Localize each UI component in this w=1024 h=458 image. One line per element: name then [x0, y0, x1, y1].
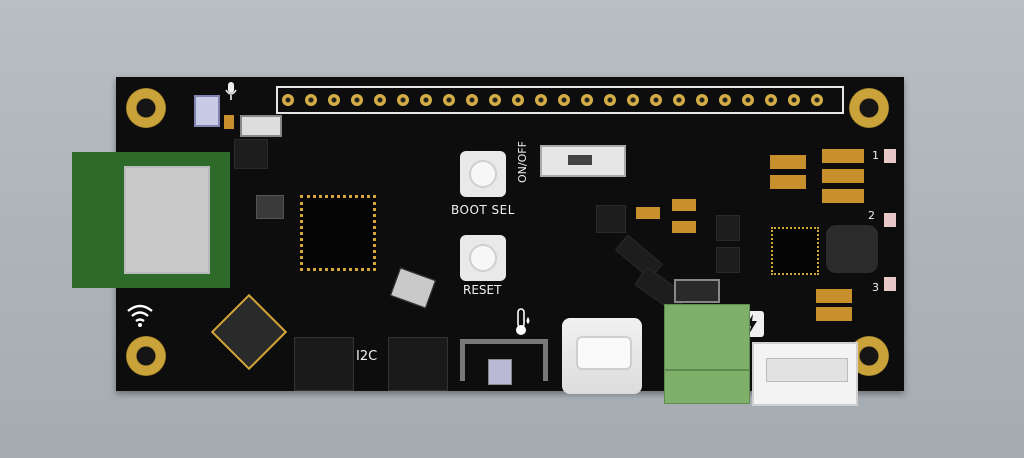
- marker-1: 1: [872, 149, 879, 162]
- marker-2: 2: [868, 209, 875, 222]
- reset-button[interactable]: [460, 235, 506, 281]
- capacitor: [636, 207, 660, 219]
- charger-chip: [771, 227, 819, 275]
- smd-part: [224, 115, 234, 129]
- battery-connector[interactable]: [752, 342, 858, 406]
- header-pin: [374, 94, 386, 106]
- microphone-sensor: [194, 95, 220, 127]
- switch-knob: [568, 155, 592, 165]
- header-pin: [397, 94, 409, 106]
- pin-header: [278, 88, 842, 112]
- capacitor: [816, 289, 852, 303]
- header-pin: [581, 94, 593, 106]
- capacitor: [770, 175, 806, 189]
- header-pin: [282, 94, 294, 106]
- pin-header-outline: [276, 86, 844, 114]
- header-pin: [765, 94, 777, 106]
- i2c-label: I2C: [356, 349, 378, 364]
- schottky-diode: [674, 279, 720, 303]
- ic-chip: [716, 215, 740, 241]
- capacitor: [672, 199, 696, 211]
- button-cap: [471, 246, 495, 270]
- mounting-hole: [126, 336, 166, 376]
- header-pin: [788, 94, 800, 106]
- reset-label: RESET: [463, 283, 502, 297]
- header-pin: [811, 94, 823, 106]
- header-pin: [742, 94, 754, 106]
- mcu-chip: [300, 195, 376, 271]
- mounting-hole: [849, 88, 889, 128]
- power-switch[interactable]: [540, 145, 626, 177]
- temperature-sensor: [488, 359, 512, 385]
- ic-chip: [596, 205, 626, 233]
- i2c-connector-right: [388, 337, 448, 391]
- header-pin: [696, 94, 708, 106]
- inductor: [256, 195, 284, 219]
- flash-chip: [210, 293, 288, 371]
- header-pin: [627, 94, 639, 106]
- header-pin: [650, 94, 662, 106]
- header-pin: [604, 94, 616, 106]
- wifi-module: [72, 152, 230, 288]
- terminal-divider: [665, 369, 749, 371]
- power-inductor: [826, 225, 878, 273]
- capacitor: [822, 149, 864, 163]
- temp-sensor-frame: [460, 339, 548, 381]
- mounting-hole: [126, 88, 166, 128]
- connector-pins: [766, 358, 848, 382]
- led-3: [884, 277, 896, 291]
- capacitor: [770, 155, 806, 169]
- capacitor: [672, 221, 696, 233]
- led-2: [884, 213, 896, 227]
- screw-terminal[interactable]: [664, 304, 750, 404]
- header-pin: [558, 94, 570, 106]
- header-pin: [328, 94, 340, 106]
- header-pin: [305, 94, 317, 106]
- module-shield: [124, 166, 210, 274]
- regulator-chip: [234, 139, 268, 169]
- button-cap: [471, 162, 495, 186]
- led-1: [884, 149, 896, 163]
- sensor-chip: [390, 267, 436, 309]
- header-pin: [351, 94, 363, 106]
- header-pin: [466, 94, 478, 106]
- i2c-connector-left: [294, 337, 354, 391]
- header-pin: [719, 94, 731, 106]
- header-pin: [489, 94, 501, 106]
- header-pin: [443, 94, 455, 106]
- header-pin: [535, 94, 547, 106]
- capacitor: [822, 169, 864, 183]
- onoff-label: ON/OFF: [516, 141, 529, 183]
- header-pin: [512, 94, 524, 106]
- microphone-icon: [224, 81, 238, 103]
- ic-chip: [716, 247, 740, 273]
- usb-c-receptacle: [576, 336, 632, 370]
- boot-sel-label: BOOT SEL: [451, 203, 515, 217]
- header-pin: [420, 94, 432, 106]
- boot-sel-button[interactable]: [460, 151, 506, 197]
- capacitor: [822, 189, 864, 203]
- capacitor: [816, 307, 852, 321]
- wifi-icon: [126, 302, 154, 328]
- thermometer-icon: [512, 307, 534, 337]
- crystal: [240, 115, 282, 137]
- usb-c-port[interactable]: [562, 318, 642, 394]
- marker-3: 3: [872, 281, 879, 294]
- header-pin: [673, 94, 685, 106]
